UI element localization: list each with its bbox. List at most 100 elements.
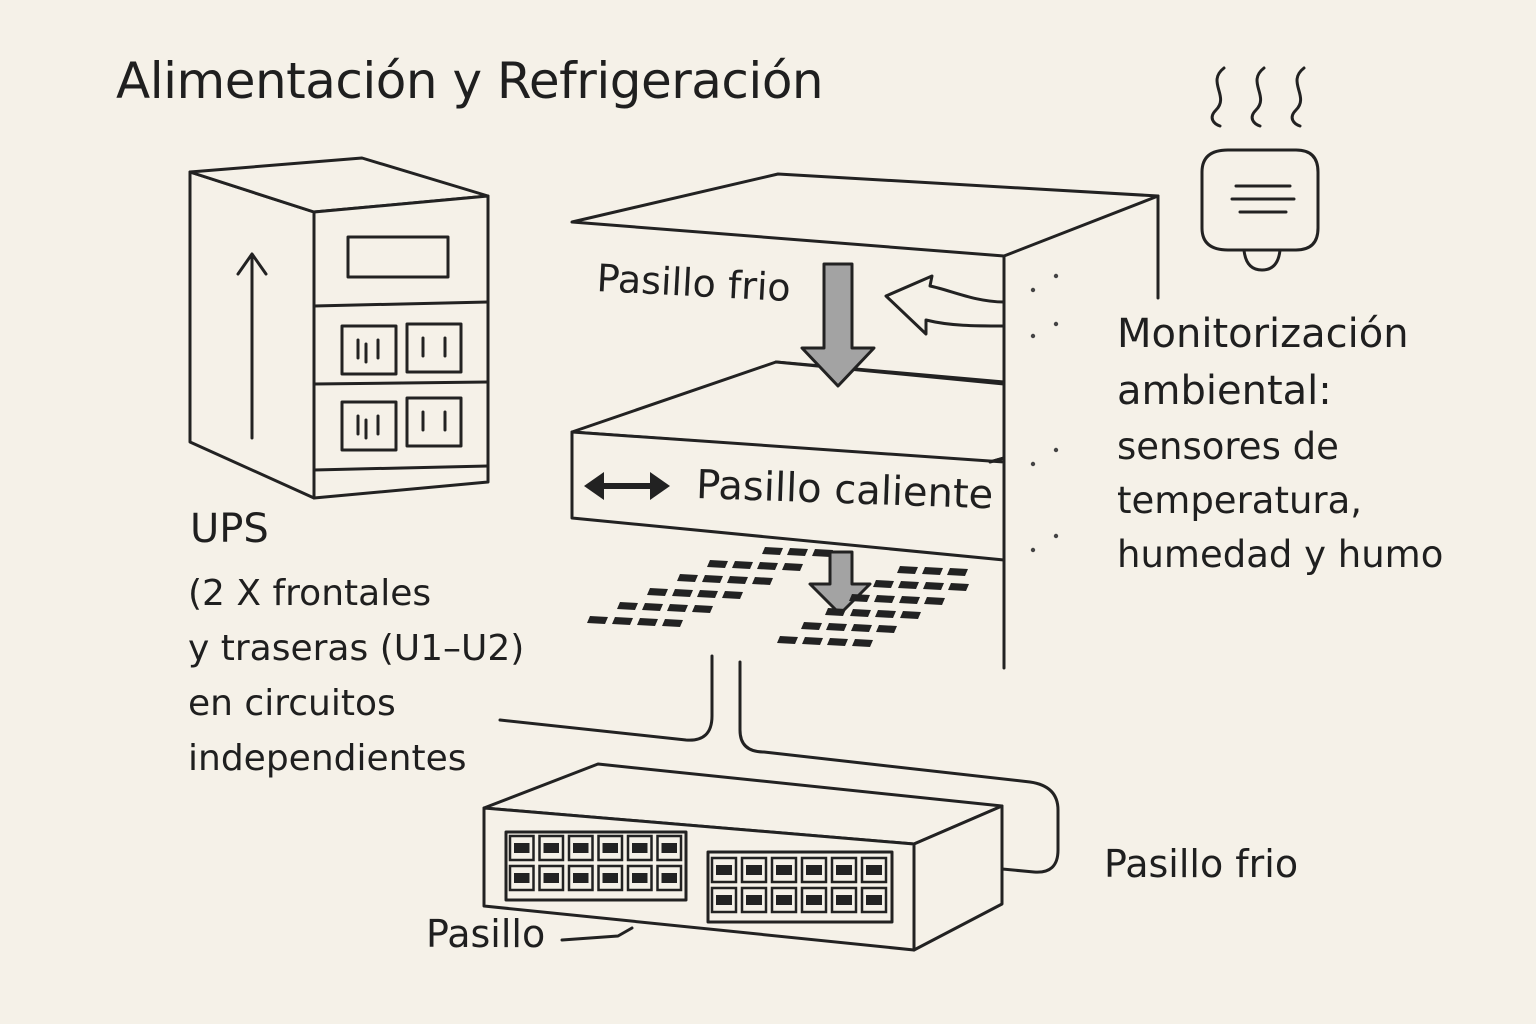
switch-port-jack (632, 873, 648, 883)
floor-tiles (587, 547, 969, 647)
aisle-label: Pasillo (426, 912, 546, 956)
ups-label: UPS (190, 506, 269, 552)
monitoring-detail-line: sensores de (1117, 425, 1339, 468)
switch-port-icon (567, 864, 594, 892)
floor-tile (672, 589, 693, 597)
sensor-dots (1030, 273, 1059, 553)
switch-port-jack (661, 843, 677, 853)
switch-port-icon (830, 856, 858, 884)
floor-tile (947, 568, 968, 576)
ups-desc-line: en circuitos (188, 683, 396, 724)
floor-tile (948, 583, 969, 591)
switch-port-icon (508, 834, 535, 862)
floor-tile (852, 639, 873, 647)
switch-port-icon (597, 834, 624, 862)
switch-port-jack (716, 895, 732, 905)
floor-tile (899, 596, 920, 604)
floor-tile (757, 562, 778, 570)
page-title: Alimentación y Refrigeración (116, 52, 824, 110)
floor-tile (777, 636, 798, 644)
network-switch-icon (482, 762, 1004, 952)
ups-desc-line: y traseras (U1–U2) (188, 628, 525, 669)
floor-tile (898, 581, 919, 589)
switch-port-icon (710, 886, 738, 914)
floor-tile (587, 616, 608, 624)
switch-port-icon (770, 886, 798, 914)
aisle-pointer (560, 926, 634, 942)
floor-tile (642, 603, 663, 611)
floor-tile (617, 602, 638, 610)
switch-port-icon (800, 886, 828, 914)
floor-tile (697, 590, 718, 598)
switch-port-jack (661, 873, 677, 883)
monitoring-title-line: ambiental: (1117, 368, 1332, 414)
switch-port-icon (860, 886, 888, 914)
switch-port-jack (602, 843, 618, 853)
floor-tile (612, 617, 633, 625)
server-rack-icon (570, 172, 1160, 670)
switch-port-jack (632, 843, 648, 853)
ups-desc-line: (2 X frontales (188, 573, 432, 614)
monitoring-detail-line: temperatura, (1117, 479, 1363, 522)
switch-port-jack (573, 873, 589, 883)
switch-port-jack (573, 843, 589, 853)
floor-tile (662, 619, 683, 627)
floor-tile (692, 605, 713, 613)
switch-port-icon (710, 856, 738, 884)
floor-tile (850, 609, 871, 617)
switch-port-icon (567, 834, 594, 862)
floor-tile (873, 580, 894, 588)
floor-tile (762, 547, 783, 555)
switch-port-icon (800, 856, 828, 884)
switch-port-jack (746, 895, 762, 905)
floor-tile (677, 574, 698, 582)
floor-tile (752, 577, 773, 585)
switch-port-jack (543, 873, 559, 883)
switch-port-icon (538, 864, 565, 892)
switch-port-icon (830, 886, 858, 914)
monitoring-label: Monitorización ambiental: sensores de te… (1117, 306, 1443, 582)
floor-tile (801, 622, 822, 630)
switch-port-icon (538, 834, 565, 862)
floor-tile (732, 561, 753, 569)
switch-port-jack (866, 865, 882, 875)
switch-port-jack (836, 865, 852, 875)
floor-tile (924, 597, 945, 605)
floor-tile (702, 575, 723, 583)
switch-port-jack (716, 865, 732, 875)
curved-arrow-icon (884, 274, 1006, 336)
floor-tile (722, 591, 743, 599)
switch-port-jack (776, 865, 792, 875)
floor-tile (875, 610, 896, 618)
floor-tile (787, 548, 808, 556)
switch-port-icon (656, 864, 683, 892)
floor-tile (851, 624, 872, 632)
floor-tile (826, 623, 847, 631)
cables (498, 654, 1060, 874)
floor-tile (922, 567, 943, 575)
floor-tile (802, 637, 823, 645)
switch-port-icon (508, 864, 535, 892)
floor-tile (849, 594, 870, 602)
switch-port-jack (514, 873, 530, 883)
floor-tile (874, 595, 895, 603)
switch-port-icon (860, 856, 888, 884)
switch-port-jack (514, 843, 530, 853)
switch-port-jack (746, 865, 762, 875)
outlet-icon (340, 322, 463, 452)
switch-port-jack (543, 843, 559, 853)
floor-tile (876, 625, 897, 633)
switch-port-icon (626, 864, 653, 892)
environmental-sensor-icon (1200, 148, 1320, 272)
switch-port-jack (806, 865, 822, 875)
floor-tile (727, 576, 748, 584)
switch-port-icon (770, 856, 798, 884)
heat-waves-icon (1210, 66, 1306, 128)
floor-tile (827, 638, 848, 646)
switch-port-icon (597, 864, 624, 892)
floor-tile (900, 611, 921, 619)
switch-port-jack (806, 895, 822, 905)
switch-port-icon (740, 856, 768, 884)
monitoring-title-line: Monitorización (1117, 311, 1409, 357)
